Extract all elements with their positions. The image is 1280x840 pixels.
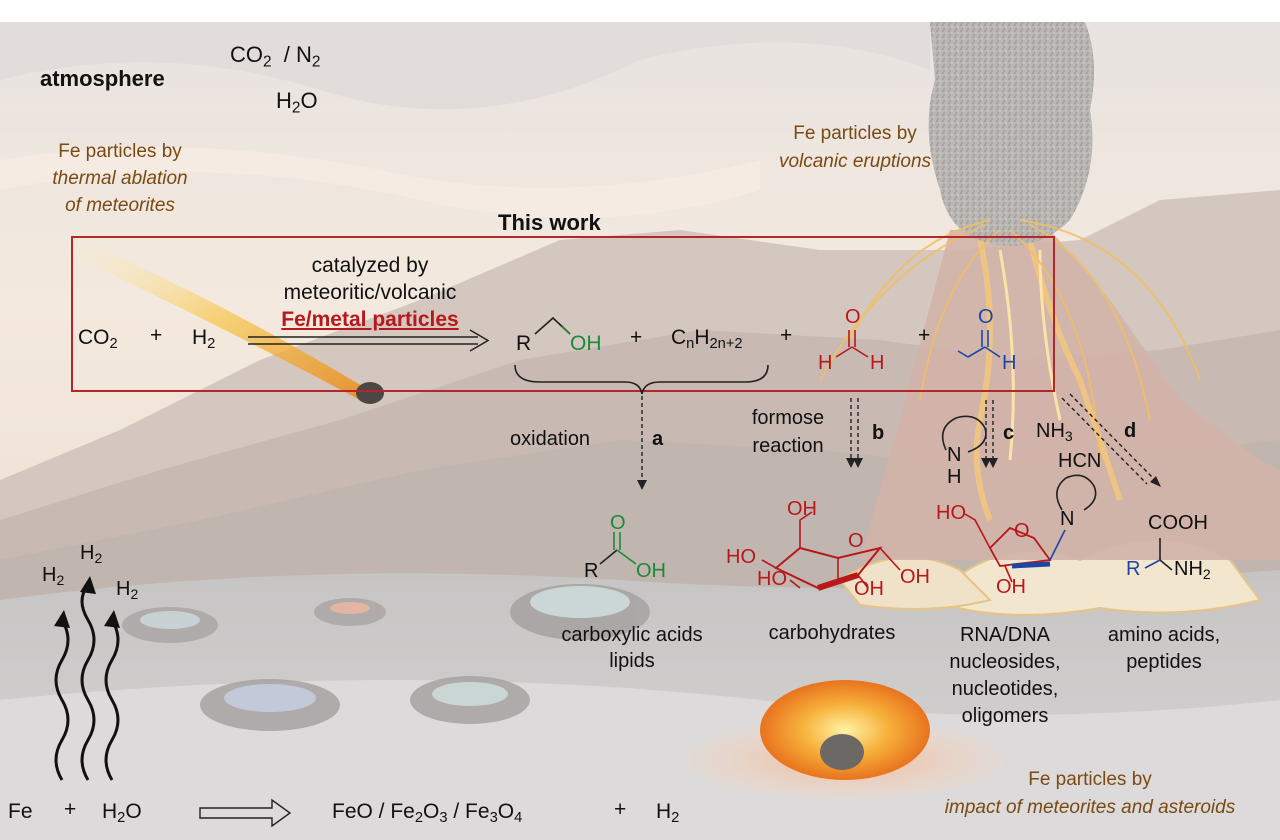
pathway-b-label: formose reaction bbox=[751, 407, 825, 457]
pathway-a-letter: a bbox=[652, 428, 664, 450]
atmosphere-h2o: H2O bbox=[276, 88, 318, 117]
atmosphere-label: atmosphere bbox=[40, 66, 165, 91]
glucose-ho-2: HO bbox=[757, 568, 787, 590]
h2-label-left: H2 bbox=[42, 564, 65, 588]
nucleobase-n: N bbox=[1060, 508, 1075, 530]
glucose-chair bbox=[761, 511, 901, 591]
amine-ring bbox=[941, 415, 987, 453]
plus-3: + bbox=[780, 324, 793, 347]
amino-acid-skeleton bbox=[1159, 538, 1173, 571]
acid-o: O bbox=[610, 512, 626, 534]
acid-carbonyl bbox=[613, 532, 637, 565]
alcohol-oh: OH bbox=[570, 332, 602, 355]
glucose-oh-bottom: OH bbox=[854, 578, 884, 600]
hcn: HCN bbox=[1058, 450, 1102, 472]
this-work-box bbox=[71, 236, 1055, 392]
carbohydrates-caption: carbohydrates bbox=[768, 622, 896, 644]
ribose-oh: OH bbox=[996, 576, 1026, 598]
acetaldehyde-o: O bbox=[978, 306, 994, 328]
bottom-reaction-arrow bbox=[199, 798, 292, 828]
formaldehyde-structure bbox=[835, 330, 869, 358]
alkane-formula: CnH2n+2 bbox=[671, 326, 743, 353]
amine-h: H bbox=[947, 466, 962, 488]
pathway-b-letter: b bbox=[872, 422, 885, 444]
bottom-iron-oxides: FeO / Fe2O3 / Fe3O4 bbox=[332, 800, 523, 827]
amino-nh2: NH2 bbox=[1174, 558, 1211, 582]
ribose-o: O bbox=[1014, 520, 1030, 542]
glucose-o-ring: O bbox=[848, 530, 864, 552]
formaldehyde-o: O bbox=[845, 306, 861, 328]
ribose-ho: HO bbox=[936, 502, 966, 524]
amino-r: R bbox=[1126, 558, 1141, 580]
reactant-co2: CO2 bbox=[78, 326, 118, 353]
amino-caption: amino acids, peptides bbox=[1107, 624, 1221, 673]
ammonia: NH3 bbox=[1036, 420, 1073, 444]
acid-caption: carboxylic acids lipids bbox=[561, 624, 703, 672]
bottom-fe: Fe bbox=[8, 800, 33, 823]
meteorite-ablation-label: Fe particles by thermal ablation of mete… bbox=[52, 141, 188, 216]
atmosphere-co2-n2: CO2 / N2 bbox=[230, 42, 321, 71]
plus-1: + bbox=[150, 324, 163, 347]
formaldehyde-h1: H bbox=[818, 352, 833, 374]
pathway-arrowheads bbox=[637, 458, 1161, 490]
ribose-ring bbox=[964, 513, 1052, 583]
amine-n: N bbox=[947, 444, 962, 466]
h2-label-right: H2 bbox=[116, 578, 139, 602]
amino-cooh: COOH bbox=[1148, 512, 1208, 534]
bottom-h2: H2 bbox=[656, 800, 680, 827]
glucose-ho-1: HO bbox=[726, 546, 756, 568]
products-brace bbox=[514, 364, 769, 395]
acid-oh: OH bbox=[636, 560, 666, 582]
pathway-arrows bbox=[641, 393, 1156, 485]
alcohol-r: R bbox=[516, 332, 532, 355]
bottom-plus-1: + bbox=[64, 798, 77, 821]
bottom-plus-2: + bbox=[614, 798, 627, 821]
ribose-wedge bbox=[1011, 529, 1066, 569]
glucose-oh-right: OH bbox=[900, 566, 930, 588]
acid-skeleton bbox=[599, 549, 618, 565]
main-reaction-arrow bbox=[248, 329, 490, 352]
pathway-c-letter: c bbox=[1003, 422, 1015, 444]
acetaldehyde-structure bbox=[967, 330, 1001, 358]
glucose-oh-top: OH bbox=[787, 498, 817, 520]
plus-2: + bbox=[630, 326, 643, 349]
plus-4: + bbox=[918, 324, 931, 347]
formaldehyde-h2: H bbox=[870, 352, 885, 374]
nucleosides-caption: RNA/DNA nucleosides, nucleotides, oligom… bbox=[949, 624, 1061, 727]
h2-arrowheads bbox=[54, 576, 120, 628]
nucleobase-ring bbox=[1056, 474, 1097, 511]
pathway-d-letter: d bbox=[1124, 420, 1137, 442]
alcohol-skeleton bbox=[534, 316, 571, 335]
pathway-a-label: oxidation bbox=[510, 428, 591, 450]
this-work-title: This work bbox=[498, 210, 601, 235]
acetaldehyde-h: H bbox=[1002, 352, 1017, 374]
h2-release-arrows bbox=[54, 584, 120, 781]
reactant-h2: H2 bbox=[192, 326, 216, 353]
h2-label-top: H2 bbox=[80, 542, 103, 566]
catalyst-label: catalyzed by meteoritic/volcanic Fe/meta… bbox=[281, 254, 459, 331]
acid-r: R bbox=[584, 560, 599, 582]
bottom-h2o: H2O bbox=[102, 800, 142, 827]
impact-label: Fe particles by impact of meteorites and… bbox=[944, 769, 1236, 818]
volcanic-eruption-label: Fe particles by volcanic eruptions bbox=[778, 123, 932, 172]
